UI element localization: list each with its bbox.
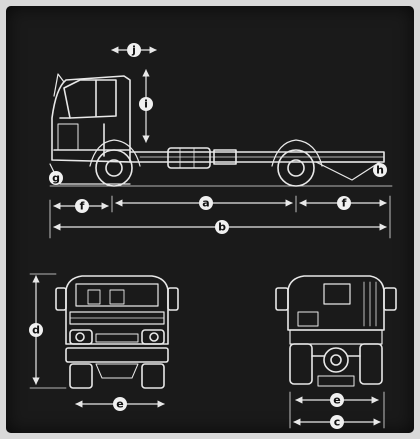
svg-text:e: e bbox=[116, 398, 123, 411]
truck-front-view bbox=[55, 275, 179, 389]
label-e-front: e bbox=[113, 397, 127, 411]
svg-text:e: e bbox=[333, 394, 340, 407]
label-f-rear: f bbox=[337, 196, 351, 210]
svg-text:i: i bbox=[144, 98, 148, 111]
label-g: g bbox=[49, 171, 63, 185]
label-c: c bbox=[330, 415, 344, 429]
label-f-front: f bbox=[75, 199, 89, 213]
label-e-rear: e bbox=[330, 393, 344, 407]
label-h: h bbox=[373, 163, 387, 177]
svg-text:g: g bbox=[52, 172, 60, 185]
label-markers: j i g h f a f b bbox=[29, 43, 387, 429]
svg-text:b: b bbox=[218, 221, 226, 234]
label-d: d bbox=[29, 323, 43, 337]
label-i: i bbox=[139, 97, 153, 111]
svg-text:f: f bbox=[342, 197, 347, 210]
label-b: b bbox=[215, 220, 229, 234]
front-dimension-lines bbox=[29, 273, 165, 408]
svg-text:j: j bbox=[131, 44, 136, 57]
svg-text:c: c bbox=[334, 416, 341, 429]
svg-text:h: h bbox=[376, 164, 384, 177]
label-a: a bbox=[199, 196, 213, 210]
svg-text:d: d bbox=[32, 324, 40, 337]
svg-text:a: a bbox=[202, 197, 209, 210]
svg-text:f: f bbox=[80, 200, 85, 213]
truck-rear-view bbox=[275, 275, 397, 387]
truck-side-view bbox=[49, 73, 393, 187]
label-j: j bbox=[127, 43, 141, 57]
